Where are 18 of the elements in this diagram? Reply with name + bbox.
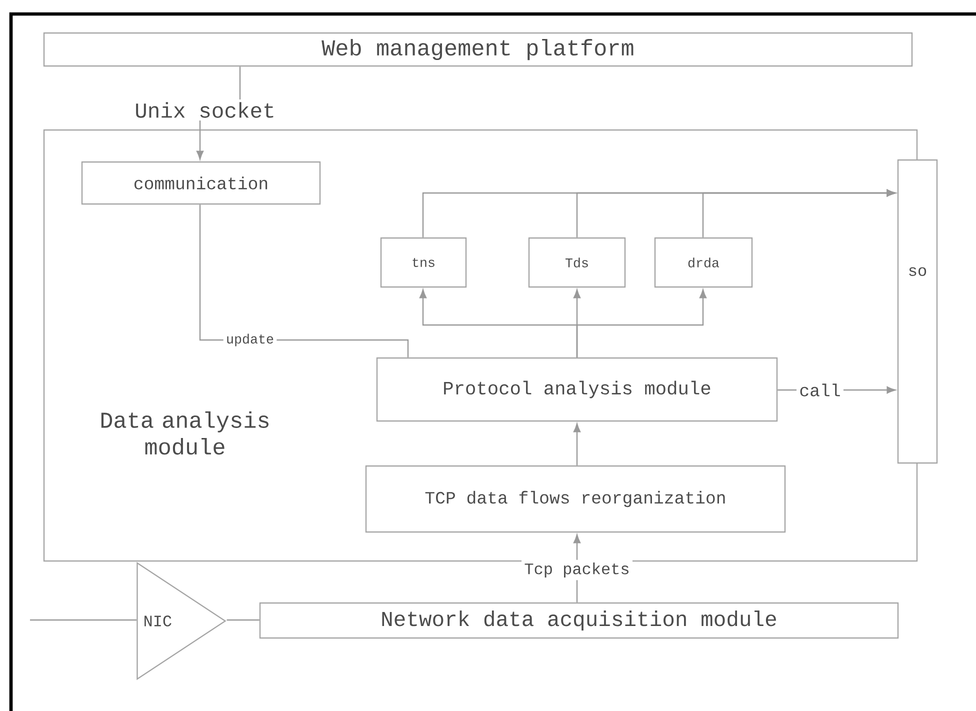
connector-line [226, 619, 260, 621]
edge-label: update [223, 331, 277, 349]
process-box: communication [81, 161, 321, 205]
library-box: so [897, 159, 938, 464]
module-box: Network data acquisition module [259, 602, 899, 639]
protocol-box: tns [380, 237, 467, 288]
process-box: TCP data flows reorganization [365, 465, 786, 533]
arrow [573, 423, 581, 466]
platform-box: Web management platform [43, 32, 913, 67]
edge-label: call [796, 380, 844, 400]
protocol-box: Tds [528, 237, 626, 288]
arrow [702, 189, 896, 238]
process-box: Protocol analysis module [376, 357, 778, 422]
protocol-box: drda [654, 237, 753, 288]
arrow [576, 289, 707, 358]
edge-label: Unix socket [132, 100, 278, 120]
connector-line [30, 619, 137, 621]
edge-label: Tcp packets [522, 560, 632, 580]
